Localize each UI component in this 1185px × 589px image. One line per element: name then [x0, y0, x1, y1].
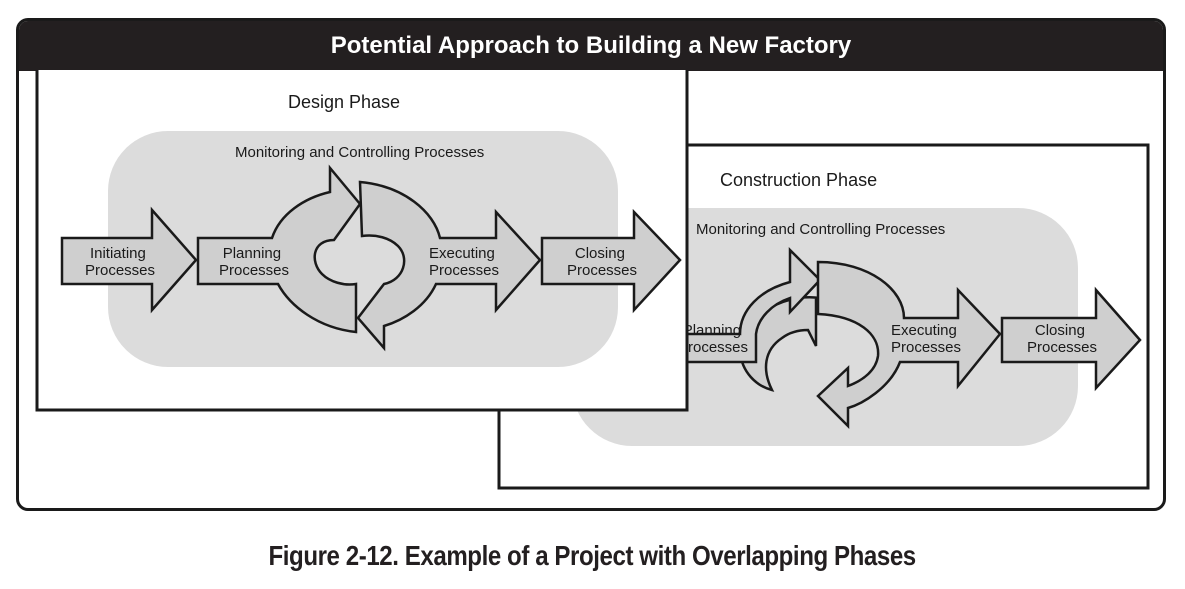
- svg-text:Executing Processes: Executing Processes: [429, 245, 499, 279]
- design-planning-arrow: [196, 164, 362, 334]
- svg-text:Planning Processes: Planning Processes: [219, 245, 289, 279]
- construction-cycle: [682, 246, 1142, 430]
- construction-closing-arrow: [1000, 286, 1142, 392]
- construction-planning-label-2: rocesses: [688, 339, 748, 356]
- construction-phase-title: Construction Phase: [720, 170, 877, 190]
- design-executing-label-2: Processes: [429, 262, 499, 279]
- construction-closing-label-1: Closing: [1035, 322, 1085, 339]
- diagram-title: Potential Approach to Building a New Fac…: [19, 21, 1163, 71]
- design-initiating-label-1: Initiating: [90, 245, 146, 262]
- design-phase-title: Design Phase: [288, 92, 400, 112]
- design-planning-label-1: Planning: [223, 245, 281, 262]
- construction-monitoring-label: Monitoring and Controlling Processes: [696, 221, 945, 238]
- figure-caption: Figure 2-12. Example of a Project with O…: [268, 540, 917, 571]
- design-monitoring-region: [108, 131, 618, 367]
- svg-text:Closing Processes: Closing Processes: [1027, 322, 1097, 356]
- svg-text:Closing Processes: Closing Processes: [567, 245, 637, 279]
- design-planning-label-2: Processes: [219, 262, 289, 279]
- svg-text:Initiating Processes: Initiating Processes: [85, 245, 155, 279]
- construction-monitoring-region: [572, 208, 1078, 446]
- design-initiating-label-2: Processes: [85, 262, 155, 279]
- design-closing-label-1: Closing: [575, 245, 625, 262]
- design-executing-label-1: Executing: [429, 245, 495, 262]
- design-cycle: [60, 164, 682, 352]
- construction-planning-label-1: Planning: [683, 322, 741, 339]
- design-monitoring-label: Monitoring and Controlling Processes: [235, 144, 484, 161]
- design-closing-label-2: Processes: [567, 262, 637, 279]
- construction-executing-label-2: Processes: [891, 339, 961, 356]
- design-closing-arrow: [540, 208, 682, 314]
- svg-text:Planning rocesses: Planning rocesses: [683, 322, 748, 356]
- design-executing-arrow: [356, 180, 542, 352]
- svg-text:Executing Processes: Executing Processes: [891, 322, 961, 356]
- design-initiating-arrow: [60, 206, 198, 314]
- construction-closing-label-2: Processes: [1027, 339, 1097, 356]
- construction-executing-arrow: [816, 260, 1002, 430]
- construction-executing-label-1: Executing: [891, 322, 957, 339]
